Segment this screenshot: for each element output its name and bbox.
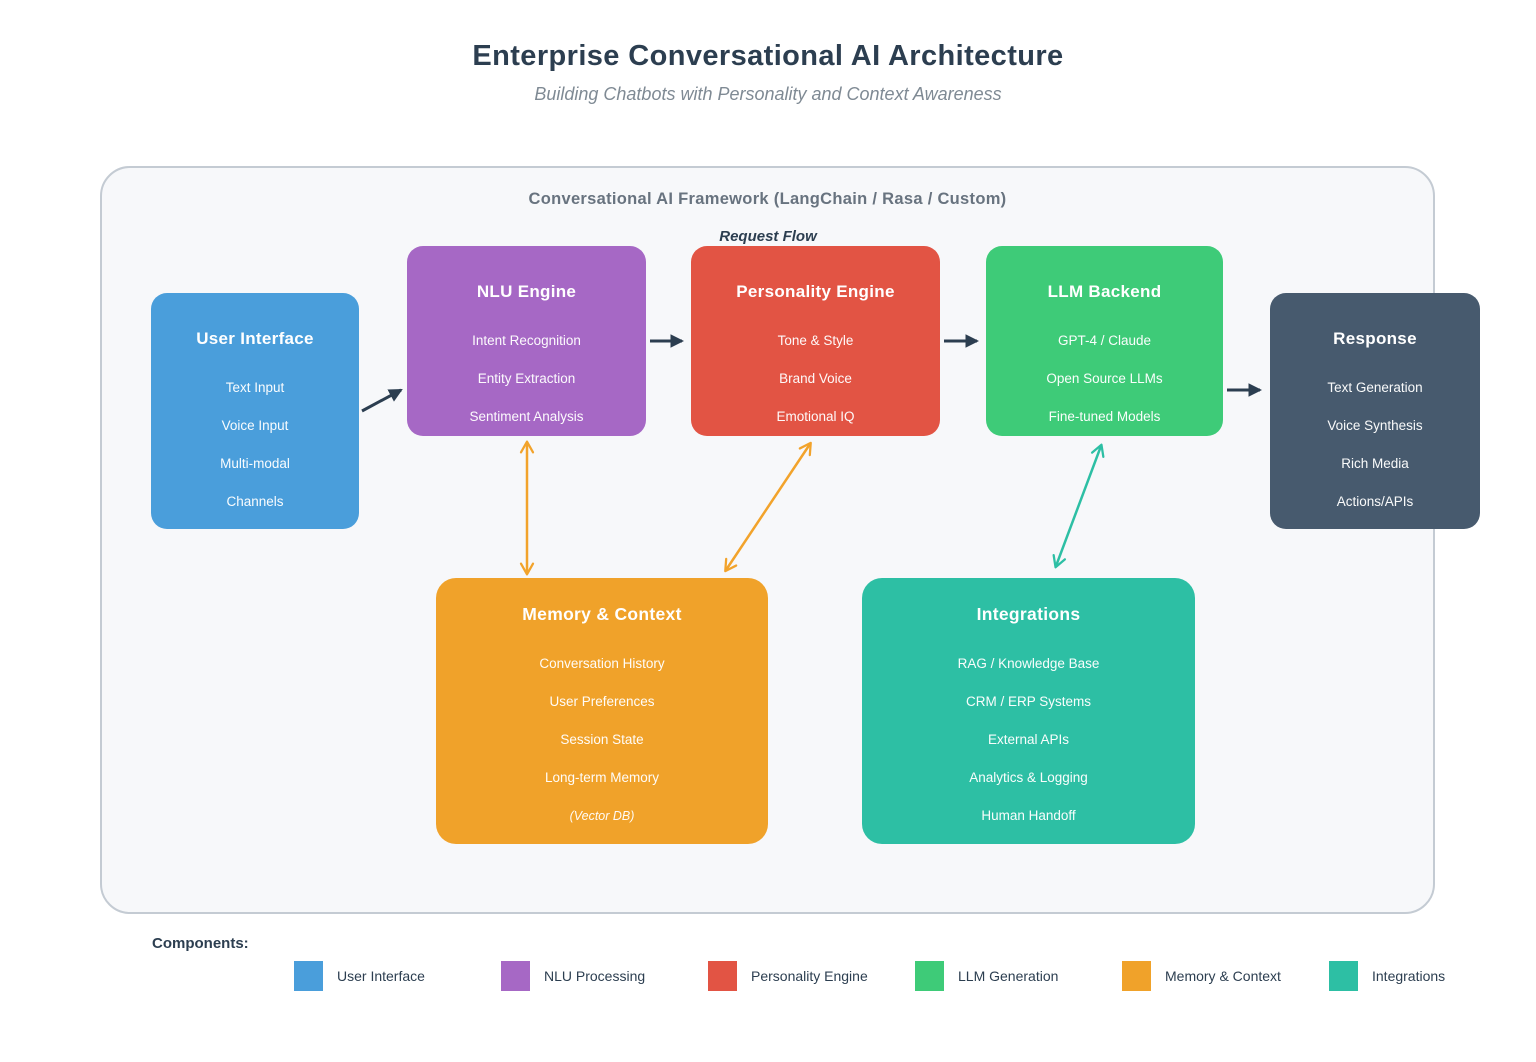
node-memory-context: Memory & Context Conversation History Us… [436,578,768,844]
legend-item-personality-engine: Personality Engine [708,961,868,991]
node-item: Long-term Memory [544,770,660,785]
page-subtitle: Building Chatbots with Personality and C… [534,84,1002,104]
node-user-interface-items: Text Input Voice Input Multi-modal Chann… [151,369,359,521]
node-item: Text Generation [1327,380,1423,395]
request-flow-label: Request Flow [719,228,817,245]
node-item: Intent Recognition [472,333,581,348]
legend-label: LLM Generation [958,968,1059,984]
legend-swatch-nlu-processing [501,961,530,991]
node-item: Fine-tuned Models [1048,409,1161,424]
node-response: Response Text Generation Voice Synthesis… [1270,293,1480,529]
node-llm-backend-items: GPT-4 / Claude Open Source LLMs Fine-tun… [986,322,1223,436]
legend-label: User Interface [337,968,425,984]
node-item: Actions/APIs [1336,494,1414,509]
node-item: Human Handoff [981,808,1076,823]
node-response-title: Response [1333,329,1417,348]
node-item: Conversation History [539,656,665,671]
node-item: Voice Synthesis [1327,418,1423,433]
node-integrations-title: Integrations [976,604,1081,624]
node-llm-backend: LLM Backend GPT-4 / Claude Open Source L… [986,246,1223,436]
node-integrations-items: RAG / Knowledge Base CRM / ERP Systems E… [862,645,1195,835]
node-item: External APIs [987,732,1070,747]
node-item: RAG / Knowledge Base [957,656,1100,671]
node-item: CRM / ERP Systems [965,694,1092,709]
node-personality-engine: Personality Engine Tone & Style Brand Vo… [691,246,940,436]
node-item: Session State [560,732,644,747]
node-memory-context-title: Memory & Context [522,604,682,624]
node-nlu-engine-title: NLU Engine [476,282,577,301]
node-item: Multi-modal [220,456,290,471]
node-personality-engine-title: Personality Engine [736,282,895,301]
node-item: Tone & Style [777,333,854,348]
page-title: Enterprise Conversational AI Architectur… [472,40,1064,72]
legend-swatch-llm-generation [915,961,944,991]
node-item: Sentiment Analysis [469,409,584,424]
legend-swatch-memory-context [1122,961,1151,991]
node-item: Brand Voice [779,371,852,386]
legend-item-llm-generation: LLM Generation [915,961,1058,991]
node-nlu-engine: NLU Engine Intent Recognition Entity Ext… [407,246,646,436]
node-item: Rich Media [1341,456,1409,471]
node-item: Analytics & Logging [969,770,1088,785]
node-item: GPT-4 / Claude [1057,333,1152,348]
node-user-interface: User Interface Text Input Voice Input Mu… [151,293,359,529]
node-item: Voice Input [221,418,289,433]
legend-item-user-interface: User Interface [294,961,425,991]
node-item: Text Input [225,380,285,395]
node-llm-backend-title: LLM Backend [1047,282,1162,301]
node-memory-context-items: Conversation History User Preferences Se… [436,645,768,835]
node-item: Entity Extraction [477,371,576,386]
node-personality-engine-items: Tone & Style Brand Voice Emotional IQ [691,322,940,436]
node-response-items: Text Generation Voice Synthesis Rich Med… [1270,369,1480,521]
legend-label: Integrations [1372,968,1446,984]
node-item: Emotional IQ [776,409,855,424]
node-nlu-engine-items: Intent Recognition Entity Extraction Sen… [407,322,646,436]
node-integrations: Integrations RAG / Knowledge Base CRM / … [862,578,1195,844]
legend-label: Personality Engine [751,968,868,984]
legend-title: Components: [152,935,249,952]
node-user-interface-title: User Interface [196,329,314,348]
node-item: Channels [226,494,284,509]
framework-label: Conversational AI Framework (LangChain /… [528,190,1007,208]
node-vector-db-note: (Vector DB) [569,809,635,823]
legend-label: Memory & Context [1165,968,1281,984]
legend-item-nlu-processing: NLU Processing [501,961,645,991]
node-item: User Preferences [549,694,655,709]
legend-item-memory-context: Memory & Context [1122,961,1281,991]
legend-swatch-integrations [1329,961,1358,991]
legend-swatch-user-interface [294,961,323,991]
legend-item-integrations: Integrations [1329,961,1445,991]
node-item: Open Source LLMs [1046,371,1163,386]
legend-swatch-personality-engine [708,961,737,991]
legend-label: NLU Processing [544,968,646,984]
